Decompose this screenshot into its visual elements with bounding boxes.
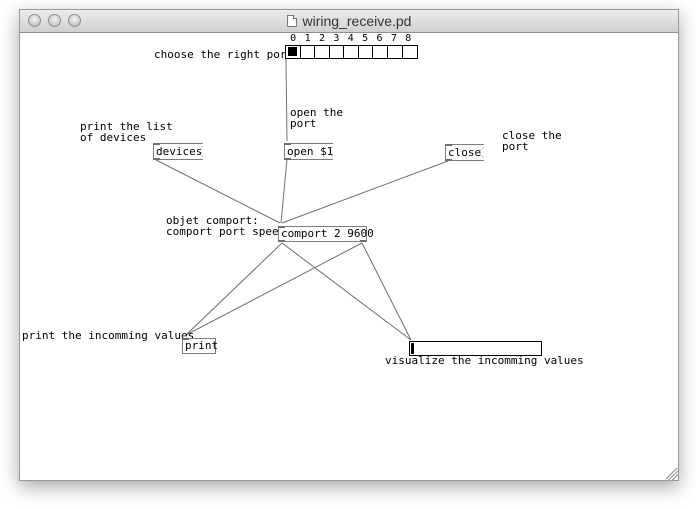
comport-right-outlet[interactable] bbox=[360, 240, 367, 242]
radio-number-labels: 0 1 2 3 4 5 6 7 8 bbox=[286, 34, 416, 44]
radio-label: 4 bbox=[347, 33, 354, 44]
radio-cell-2[interactable] bbox=[315, 46, 330, 58]
wire-radio-to-open bbox=[285, 58, 288, 142]
wire-close-to-comport bbox=[281, 160, 449, 224]
radio-label: 6 bbox=[376, 33, 383, 44]
window-title: wiring_receive.pd bbox=[302, 13, 412, 29]
radio-label: 7 bbox=[390, 33, 397, 44]
print-values-comment: print the incomming values bbox=[22, 329, 195, 342]
print-list-comment: print the list of devices bbox=[80, 120, 173, 144]
radio-label: 0 bbox=[290, 33, 297, 44]
window-titlebar[interactable]: wiring_receive.pd bbox=[20, 10, 678, 33]
print-inlet[interactable] bbox=[182, 338, 189, 340]
radio-cell-0[interactable] bbox=[286, 46, 301, 58]
open-port-message[interactable]: open $1 bbox=[284, 143, 333, 160]
radio-label: 3 bbox=[333, 33, 340, 44]
radio-cell-6[interactable] bbox=[373, 46, 388, 58]
zoom-window-icon[interactable] bbox=[68, 14, 81, 27]
radio-label: 1 bbox=[304, 33, 311, 44]
incoming-value-slider[interactable] bbox=[409, 341, 542, 356]
open-outlet[interactable] bbox=[284, 158, 291, 160]
radio-cell-4[interactable] bbox=[344, 46, 359, 58]
patch-wires bbox=[155, 58, 449, 341]
comport-object[interactable]: comport 2 9600 bbox=[278, 226, 374, 242]
close-outlet[interactable] bbox=[445, 159, 452, 161]
slider-knob[interactable] bbox=[411, 343, 414, 354]
radio-cell-7[interactable] bbox=[388, 46, 403, 58]
close-inlet[interactable] bbox=[445, 144, 452, 146]
devices-outlet[interactable] bbox=[153, 158, 160, 160]
radio-label: 5 bbox=[362, 33, 369, 44]
close-port-message[interactable]: close bbox=[445, 144, 484, 161]
comport-description-comment: objet comport: comport port speed bbox=[166, 214, 286, 238]
print-object[interactable]: print bbox=[182, 338, 218, 354]
pd-canvas[interactable]: choose the right port open the port prin… bbox=[20, 33, 678, 480]
wire-comport-right-to-slider bbox=[361, 242, 412, 341]
radio-cell-8[interactable] bbox=[403, 46, 418, 58]
radio-label: 2 bbox=[318, 33, 325, 44]
close-port-comment: close the port bbox=[502, 129, 562, 153]
document-icon bbox=[286, 15, 297, 27]
open-inlet[interactable] bbox=[284, 143, 291, 145]
close-window-icon[interactable] bbox=[28, 14, 41, 27]
radio-label: 8 bbox=[405, 33, 412, 44]
choose-port-comment: choose the right port bbox=[154, 48, 294, 61]
visualize-values-comment: visualize the incomming values bbox=[385, 354, 584, 367]
window-title-group: wiring_receive.pd bbox=[20, 10, 678, 32]
radio-cell-3[interactable] bbox=[330, 46, 345, 58]
wire-comport-left-to-print bbox=[185, 242, 283, 336]
devices-message[interactable]: devices bbox=[153, 143, 203, 160]
port-radio-selector[interactable] bbox=[285, 45, 418, 59]
comport-left-outlet[interactable] bbox=[278, 240, 285, 242]
devices-inlet[interactable] bbox=[153, 143, 160, 145]
radio-cell-5[interactable] bbox=[359, 46, 374, 58]
minimize-window-icon[interactable] bbox=[48, 14, 61, 27]
comport-inlet[interactable] bbox=[278, 226, 285, 228]
wire-comport-left-to-slider bbox=[281, 242, 412, 341]
open-port-comment: open the port bbox=[290, 106, 343, 130]
resize-grip-icon[interactable] bbox=[666, 468, 678, 480]
wire-comport-right-to-print bbox=[185, 242, 363, 336]
wire-open-to-comport bbox=[280, 158, 288, 224]
wire-devices-to-comport bbox=[155, 159, 281, 224]
radio-cell-1[interactable] bbox=[301, 46, 316, 58]
patch-window: wiring_receive.pd choose the right port … bbox=[19, 9, 679, 481]
